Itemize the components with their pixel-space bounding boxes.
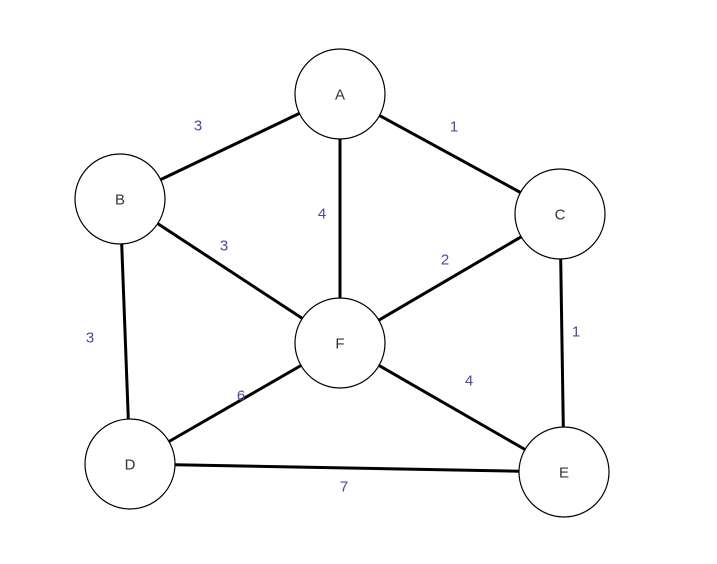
node-label-b: B xyxy=(115,192,125,209)
node-circle-f xyxy=(294,297,386,389)
node-label-c: C xyxy=(555,207,566,224)
edge-weight-f-e: 4 xyxy=(465,373,473,390)
node-circle-e xyxy=(518,426,610,518)
node-a: A xyxy=(294,48,386,140)
edge-weights-layer: 3 1 4 3 3 2 1 4 6 7 xyxy=(86,118,580,496)
node-circle-c xyxy=(514,168,606,260)
edge-weight-d-f: 6 xyxy=(237,388,245,405)
edge-b-d xyxy=(120,243,130,420)
edge-weight-d-e: 7 xyxy=(340,479,348,496)
edges-layer xyxy=(120,112,565,473)
edge-weight-c-f: 2 xyxy=(441,252,449,269)
edge-d-f xyxy=(168,364,302,443)
edge-weight-a-f: 4 xyxy=(318,206,326,223)
node-circle-a xyxy=(294,48,386,140)
node-label-d: D xyxy=(125,457,136,474)
node-e: E xyxy=(518,426,610,518)
edge-b-f xyxy=(156,222,304,320)
node-circle-d xyxy=(84,418,176,510)
edge-weight-b-f: 3 xyxy=(220,238,228,255)
nodes-layer: A B C D E F xyxy=(74,48,610,518)
node-label-e: E xyxy=(559,465,569,482)
edge-a-c xyxy=(378,114,522,194)
node-label-a: A xyxy=(335,87,345,104)
edge-weight-a-c: 1 xyxy=(450,119,458,136)
edge-d-e xyxy=(174,463,520,473)
edge-a-b xyxy=(159,112,301,181)
node-label-f: F xyxy=(335,336,344,353)
edge-c-f xyxy=(378,235,522,322)
edge-c-e xyxy=(559,258,565,428)
node-f: F xyxy=(294,297,386,389)
edge-weight-c-e: 1 xyxy=(572,324,580,341)
edge-weight-b-d: 3 xyxy=(86,330,94,347)
node-c: C xyxy=(514,168,606,260)
edge-weight-a-b: 3 xyxy=(194,118,202,135)
node-circle-b xyxy=(74,153,166,245)
edge-f-e xyxy=(378,364,526,451)
node-b: B xyxy=(74,153,166,245)
node-d: D xyxy=(84,418,176,510)
